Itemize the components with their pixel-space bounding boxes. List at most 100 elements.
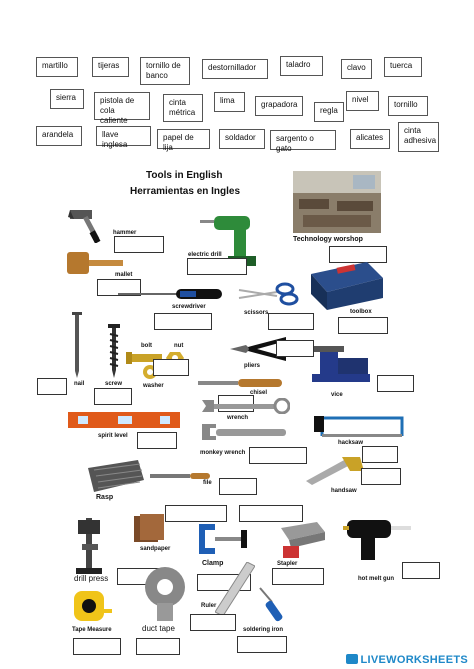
screwdriver-icon xyxy=(118,289,222,299)
word-card[interactable]: grapadora xyxy=(255,96,303,116)
rasp-icon xyxy=(88,460,144,492)
answer-box-ruler[interactable] xyxy=(190,614,236,631)
handsaw-icon xyxy=(306,457,364,485)
answer-box-mallet[interactable] xyxy=(97,279,141,296)
answer-box-rasp[interactable] xyxy=(165,505,227,522)
answer-box-toolbox[interactable] xyxy=(338,317,388,334)
label-mallet: mallet xyxy=(115,272,133,278)
liveworksheets-icon xyxy=(345,654,358,664)
answer-box-electric-drill[interactable] xyxy=(187,258,247,275)
answer-box-nail[interactable] xyxy=(37,378,67,395)
word-card[interactable]: tijeras xyxy=(92,57,129,77)
label-nail: nail xyxy=(74,381,85,387)
answer-box-monkey-wrench[interactable] xyxy=(249,447,307,464)
answer-box-sandpaper[interactable] xyxy=(239,505,303,522)
answer-box-spirit-level[interactable] xyxy=(137,432,177,449)
label-vice: vice xyxy=(331,392,343,398)
word-card[interactable]: sargento o gato xyxy=(270,130,336,153)
hot-melt-gun-icon xyxy=(343,520,411,560)
word-card[interactable]: destornillador xyxy=(202,59,268,79)
word-card[interactable]: cinta métrica xyxy=(163,94,203,122)
duct-tape-icon xyxy=(145,567,185,621)
label-scissors: scissors xyxy=(244,310,269,316)
label-toolbox: toolbox xyxy=(350,309,372,315)
answer-box-workshop[interactable] xyxy=(329,246,387,263)
word-card[interactable]: alicates xyxy=(350,129,390,149)
label-clamp: Clamp xyxy=(202,560,224,567)
word-card[interactable]: lima xyxy=(214,92,245,112)
wrench-icon xyxy=(202,398,290,414)
answer-box-screw[interactable] xyxy=(94,388,132,405)
word-card[interactable]: pistola de cola caliente xyxy=(94,92,150,125)
label-technology-workshop: Technology worshop xyxy=(293,236,363,243)
answer-box-duct-tape[interactable] xyxy=(136,638,180,655)
vice-icon xyxy=(312,346,370,382)
label-ruler: Ruler xyxy=(201,603,217,609)
label-bolt: bolt xyxy=(141,343,152,349)
answer-box-screwdriver[interactable] xyxy=(154,313,212,330)
monkey-wrench-icon xyxy=(202,424,286,440)
label-monkey-wrench: monkey wrench xyxy=(200,450,246,456)
answer-box-soldering-iron[interactable] xyxy=(237,636,287,653)
clamp-icon xyxy=(199,524,247,554)
toolbox-icon xyxy=(311,262,383,310)
answer-box-file[interactable] xyxy=(219,478,257,495)
liveworksheets-text: LIVEWORKSHEETS xyxy=(360,654,468,666)
screw-icon xyxy=(108,324,120,378)
answer-box-handsaw[interactable] xyxy=(361,468,401,485)
tape-measure-icon xyxy=(74,591,112,621)
word-card[interactable]: nivel xyxy=(346,91,379,111)
title-english: Tools in English xyxy=(146,170,223,181)
word-card[interactable]: regla xyxy=(314,102,344,122)
nail-icon xyxy=(72,312,82,378)
label-nut: nut xyxy=(174,343,184,349)
label-sandpaper: sandpaper xyxy=(140,546,171,552)
title-spanish: Herramientas en Ingles xyxy=(130,186,241,197)
spirit-level-icon xyxy=(68,412,180,428)
word-card[interactable]: llave inglesa xyxy=(96,126,151,149)
label-duct-tape: duct tape xyxy=(142,624,175,633)
word-card[interactable]: tornillo xyxy=(388,96,428,116)
answer-box-hammer[interactable] xyxy=(114,236,164,253)
answer-box-hacksaw[interactable] xyxy=(362,446,398,463)
ruler-icon xyxy=(215,562,255,616)
word-card[interactable]: cinta adhesiva xyxy=(398,122,439,152)
hacksaw-icon xyxy=(314,416,404,437)
label-handsaw: handsaw xyxy=(331,488,357,494)
label-stapler: Stapler xyxy=(277,561,298,567)
answer-box-bolt[interactable] xyxy=(153,359,189,376)
label-hacksaw: hacksaw xyxy=(338,440,364,446)
word-card[interactable]: taladro xyxy=(280,56,323,76)
word-card[interactable]: clavo xyxy=(341,59,372,79)
answer-box-tape-measure[interactable] xyxy=(73,638,121,655)
word-card[interactable]: soldador xyxy=(219,129,265,149)
word-card[interactable]: tuerca xyxy=(384,57,422,77)
sandpaper-icon xyxy=(134,514,164,542)
label-tape-measure: Tape Measure xyxy=(72,627,112,633)
label-file: file xyxy=(203,480,212,486)
stapler-icon xyxy=(281,522,325,558)
label-hot-melt-gun: hot melt gun xyxy=(358,576,394,582)
label-screw: screw xyxy=(105,381,123,387)
label-washer: washer xyxy=(143,383,164,389)
label-rasp: Rasp xyxy=(96,494,114,501)
workshop-photo xyxy=(293,171,381,233)
answer-box-stapler[interactable] xyxy=(272,568,324,585)
word-card[interactable]: arandela xyxy=(36,126,82,146)
word-card[interactable]: papel de lija xyxy=(157,129,210,152)
soldering-iron-icon xyxy=(259,587,283,622)
label-screwdriver: screwdriver xyxy=(172,304,206,310)
label-soldering-iron: soldering iron xyxy=(243,627,284,633)
liveworksheets-logo: LIVEWORKSHEETS xyxy=(345,654,469,666)
answer-box-vice[interactable] xyxy=(377,375,414,392)
drill-press-icon xyxy=(76,518,102,574)
mallet-icon xyxy=(67,252,123,274)
word-card[interactable]: tornillo de banco xyxy=(140,57,190,85)
answer-box-hot-melt-gun[interactable] xyxy=(402,562,440,579)
label-drill-press: drill press xyxy=(74,574,109,583)
answer-box-pliers[interactable] xyxy=(276,340,314,357)
word-card[interactable]: sierra xyxy=(50,89,84,109)
label-chisel: chisel xyxy=(250,390,268,396)
word-card[interactable]: martillo xyxy=(36,57,78,77)
answer-box-scissors[interactable] xyxy=(268,313,314,330)
